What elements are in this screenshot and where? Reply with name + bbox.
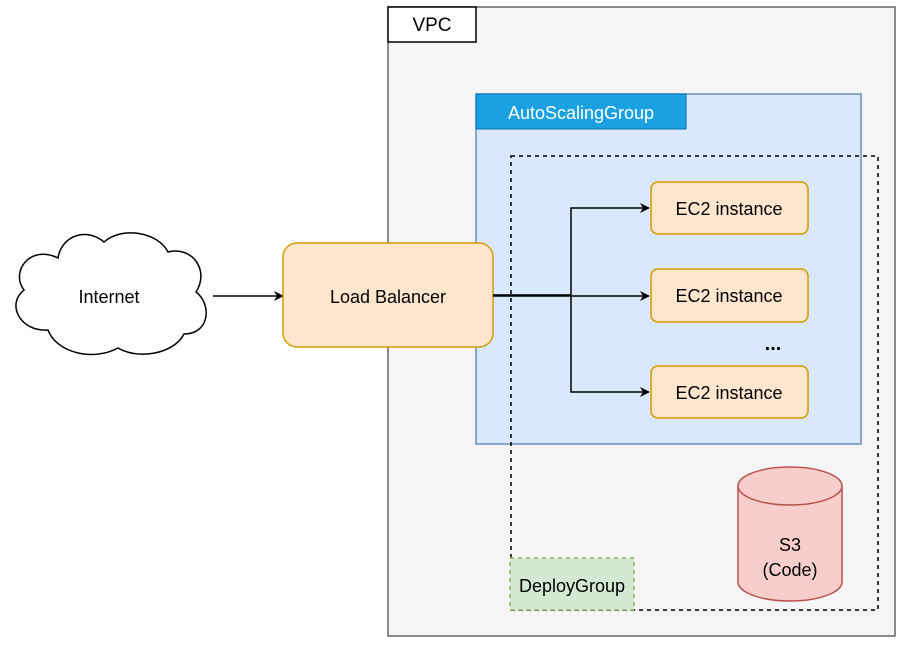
s3-label: S3: [779, 535, 801, 555]
ec2-instance-1: EC2 instance: [650, 181, 809, 235]
lb-to-ec2-connectors: [493, 203, 650, 397]
ec2-instance-3: EC2 instance: [650, 365, 809, 419]
connector-to-ec2-3: [570, 296, 650, 397]
vpc-label-box: [387, 6, 477, 43]
deploy-group-label-box: [509, 557, 635, 611]
ec2-instance-2: EC2 instance: [650, 268, 809, 323]
internet-label: Internet: [78, 287, 139, 307]
load-balancer-label: Load Balancer: [330, 287, 446, 307]
autoscaling-group-tab: [475, 93, 687, 130]
ec2-instance-label: EC2 instance: [675, 286, 782, 306]
deploy-group-label: DeployGroup: [519, 576, 625, 596]
deploy-group: DeployGroup: [509, 155, 879, 611]
ec2-instance-label: EC2 instance: [675, 199, 782, 219]
ec2-ellipsis: ...: [765, 333, 782, 355]
load-balancer-node: Load Balancer: [282, 242, 494, 348]
s3-bucket: S3 (Code): [737, 466, 843, 602]
vpc-label: VPC: [412, 15, 451, 36]
ec2-instance-label: EC2 instance: [675, 383, 782, 403]
internet-cloud: Internet: [15, 232, 207, 356]
s3-sublabel: (Code): [762, 560, 817, 580]
autoscaling-group-label: AutoScalingGroup: [508, 103, 654, 123]
connector-to-ec2-1: [493, 203, 650, 296]
